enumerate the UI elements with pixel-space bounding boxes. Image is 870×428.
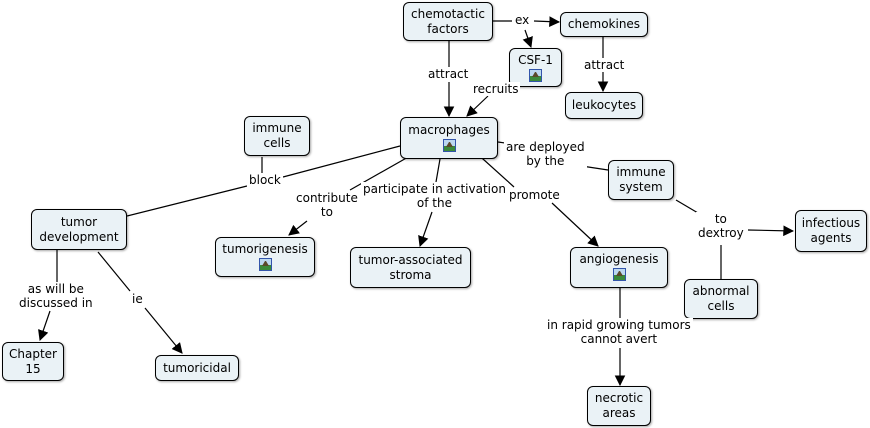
image-resource-icon[interactable] <box>258 258 272 271</box>
link-participate: participate in activation of the <box>361 182 508 210</box>
node-label: CSF-1 <box>518 53 553 67</box>
node-immune-system[interactable]: immune system <box>608 160 674 200</box>
node-label: tumor-associated stroma <box>358 252 463 282</box>
edge-promote-angiogenesis <box>551 202 599 247</box>
image-resource-icon[interactable] <box>442 139 456 152</box>
node-label: necrotic areas <box>594 391 644 420</box>
edge-immune-system-dextroy <box>675 199 699 214</box>
edge-ie-tumoricidal <box>144 307 183 354</box>
node-abnormal-cells[interactable]: abnormal cells <box>684 279 758 319</box>
node-label: Chapter 15 <box>9 346 57 376</box>
link-are-deployed: are deployed by the <box>504 140 587 168</box>
link-contribute-to: contribute to <box>294 191 360 219</box>
node-infectious-agents[interactable]: infectious agents <box>795 210 867 252</box>
image-resource-icon[interactable] <box>612 268 626 281</box>
node-label: immune system <box>616 165 666 194</box>
node-tumor-associated-stroma[interactable]: tumor-associated stroma <box>350 247 471 288</box>
node-label: leukocytes <box>571 98 637 112</box>
link-as-will-be: as will be discussed in <box>17 282 95 310</box>
edge-tumor-ie <box>97 251 131 292</box>
node-label: tumoricidal <box>163 360 231 375</box>
link-to-dextroy: to dextroy <box>696 212 746 240</box>
edge-ex-chemokines <box>533 16 561 28</box>
node-label: chemotactic factors <box>411 6 485 36</box>
edge-aswillbe-chapter <box>38 310 51 342</box>
link-attract-macrophages: attract <box>426 67 471 81</box>
link-recruits: recruits <box>471 82 521 96</box>
node-necrotic-areas[interactable]: necrotic areas <box>587 386 651 426</box>
node-label: abnormal cells <box>692 284 750 313</box>
node-leukocytes[interactable]: leukocytes <box>565 92 643 119</box>
node-chemokines[interactable]: chemokines <box>560 12 648 37</box>
edge-participate-stroma <box>418 211 433 248</box>
node-immune-cells[interactable]: immune cells <box>244 116 310 156</box>
node-chapter-15[interactable]: Chapter 15 <box>2 342 64 381</box>
link-block: block <box>247 173 283 187</box>
link-rapid-growing: in rapid growing tumors cannot avert <box>545 318 693 346</box>
link-ie: ie <box>130 292 145 306</box>
edge-recruits-macrophages <box>466 95 489 117</box>
edge-macro-participate <box>435 158 441 183</box>
edge-contribute-tumorigenesis <box>288 220 308 236</box>
node-label: infectious agents <box>801 216 861 245</box>
edge-ex-csf1 <box>522 29 533 49</box>
node-label: chemokines <box>567 17 641 31</box>
edge-block-tumor-dev <box>126 185 248 217</box>
link-attract-leukocytes: attract <box>582 58 627 72</box>
edge-dextroy-infectious <box>747 225 795 237</box>
node-angiogenesis[interactable]: angiogenesis <box>570 247 668 288</box>
node-tumor-development[interactable]: tumor development <box>31 209 127 250</box>
node-label: macrophages <box>408 123 490 137</box>
image-resource-icon[interactable] <box>529 69 542 82</box>
node-tumorigenesis[interactable]: tumorigenesis <box>215 237 315 277</box>
node-label: angiogenesis <box>579 252 659 266</box>
node-csf1[interactable]: CSF-1 <box>509 48 562 87</box>
node-label: tumor development <box>39 214 119 244</box>
link-promote: promote <box>507 188 562 202</box>
node-tumoricidal[interactable]: tumoricidal <box>155 355 239 381</box>
node-label: tumorigenesis <box>222 242 308 256</box>
node-macrophages[interactable]: macrophages <box>400 117 498 159</box>
node-chemotactic-factors[interactable]: chemotactic factors <box>403 2 493 41</box>
edge-macro-block <box>282 145 401 178</box>
node-label: immune cells <box>252 121 302 150</box>
link-ex: ex <box>513 13 532 27</box>
